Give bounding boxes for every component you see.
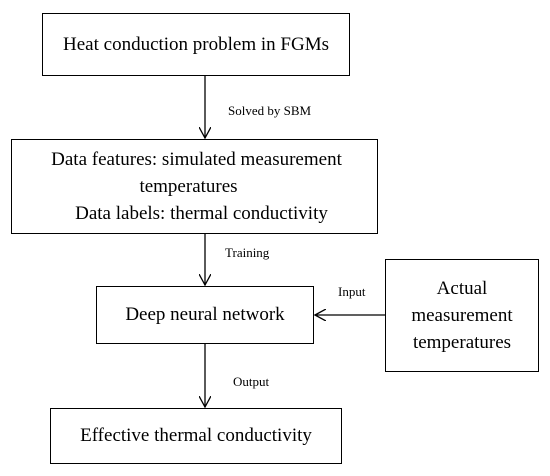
node-data-features-line1: Data features: simulated measurement	[51, 149, 342, 170]
node-deep-neural-network-label: Deep neural network	[125, 304, 285, 325]
edge-label-training: Training	[225, 245, 270, 260]
node-actual-measurement-temperatures: Actual measurement temperatures	[385, 259, 539, 372]
node-data-labels-line: Data labels: thermal conductivity	[75, 203, 328, 224]
node-actual-line2: measurement	[411, 305, 513, 326]
node-heat-conduction-problem-label: Heat conduction problem in FGMs	[63, 33, 329, 55]
edge-label-input: Input	[338, 284, 366, 299]
node-effective-thermal-conductivity-label: Effective thermal conductivity	[80, 425, 312, 446]
edge-label-output: Output	[233, 374, 270, 389]
node-actual-line1: Actual	[436, 278, 488, 299]
edge-label-solved-by-sbm: Solved by SBM	[228, 103, 312, 118]
node-actual-line3: temperatures	[412, 332, 512, 353]
node-data-features-line2: temperatures	[139, 176, 238, 197]
node-data-features-labels: Data features: simulated measurement tem…	[11, 139, 378, 234]
node-heat-conduction-problem: Heat conduction problem in FGMs	[42, 13, 350, 76]
node-effective-thermal-conductivity: Effective thermal conductivity	[50, 408, 342, 464]
node-deep-neural-network: Deep neural network	[96, 286, 314, 344]
